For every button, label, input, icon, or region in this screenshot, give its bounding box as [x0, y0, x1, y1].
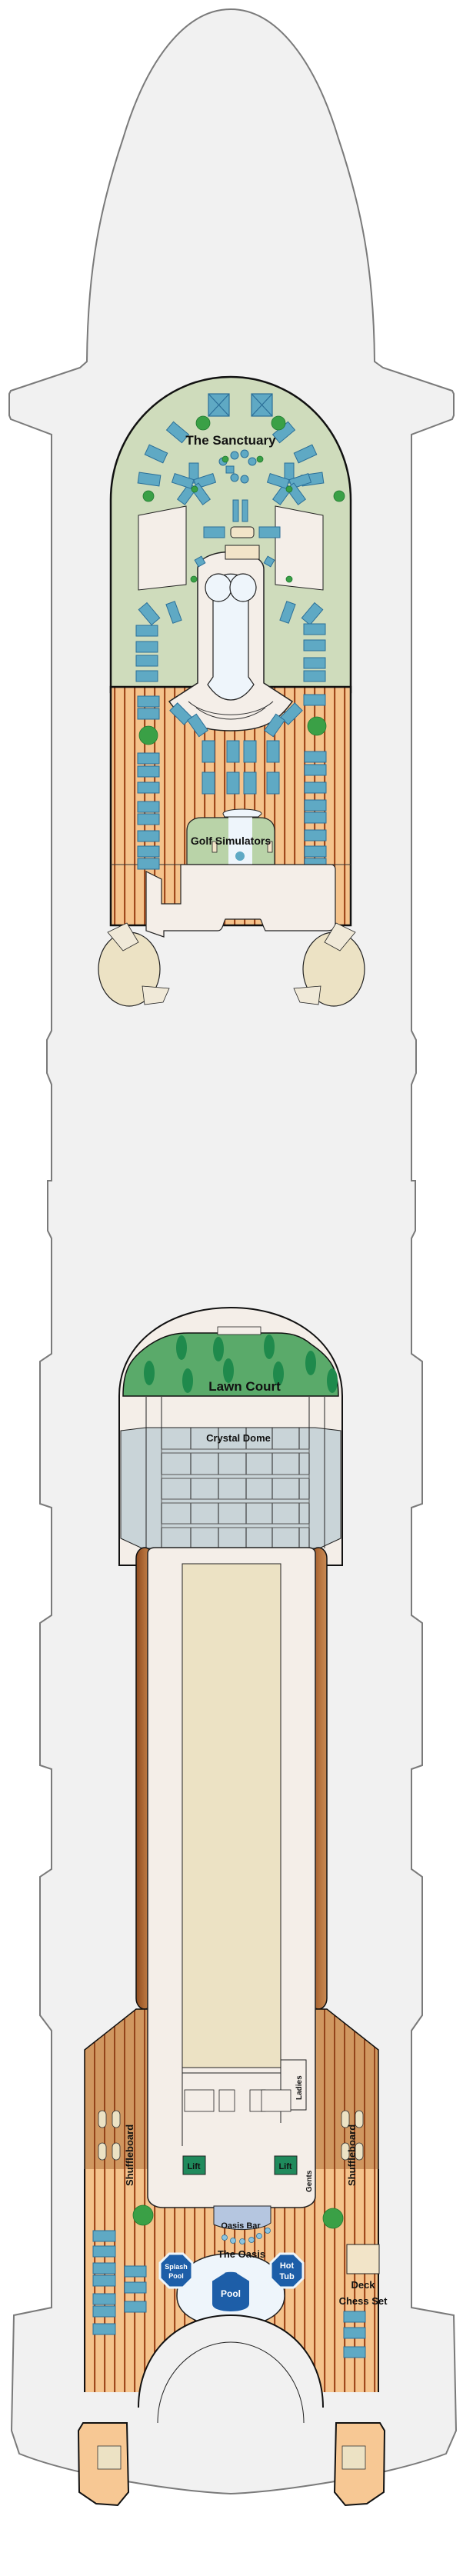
lift-right[interactable]: Lift	[274, 2155, 298, 2175]
svg-text:Chess Set: Chess Set	[339, 2295, 388, 2307]
spiral-staircase-left	[98, 922, 170, 1007]
golf-label: Golf Simulators	[191, 835, 271, 847]
svg-text:Splash: Splash	[165, 2263, 188, 2271]
svg-text:Lift: Lift	[278, 2162, 291, 2171]
hot-tub[interactable]: Hot Tub	[269, 2252, 305, 2289]
svg-text:The Oasis: The Oasis	[218, 2248, 265, 2260]
sanctuary-area[interactable]: The Sanctuary	[109, 369, 352, 927]
svg-text:Hot: Hot	[280, 2261, 295, 2271]
oasis-bar[interactable]: Oasis Bar	[213, 2205, 271, 2231]
svg-text:Deck: Deck	[351, 2279, 375, 2291]
crystal-dome-label: Crystal Dome	[206, 1432, 271, 1444]
lawn-court-label: Lawn Court	[208, 1379, 281, 1394]
deck-chess-set[interactable]: Deck Chess Set	[339, 2244, 388, 2307]
main-pool[interactable]: Pool	[211, 2270, 251, 2314]
shuffleboard-left-label: Shuffleboard	[124, 2124, 135, 2186]
spiral-staircase-right	[293, 922, 365, 1007]
palm-icon	[138, 415, 345, 745]
ladies-label: Ladies	[295, 2075, 304, 2100]
gents-label: Gents	[305, 2170, 314, 2192]
shuffleboard-right-label: Shuffleboard	[346, 2124, 358, 2186]
lift-left[interactable]: Lift	[182, 2155, 206, 2175]
svg-text:Pool: Pool	[221, 2288, 241, 2299]
svg-text:Tub: Tub	[279, 2272, 295, 2281]
crystal-dome-area[interactable]: Crystal Dome	[120, 1397, 341, 1549]
svg-text:Oasis Bar: Oasis Bar	[221, 2221, 261, 2231]
svg-text:Lift: Lift	[187, 2162, 200, 2171]
sun-loungers	[92, 2230, 366, 2358]
golf-simulators-area[interactable]: Golf Simulators	[186, 808, 275, 865]
covered-pool-area[interactable]	[182, 1563, 281, 2068]
palm-icon	[132, 2204, 344, 2229]
svg-text:Pool: Pool	[168, 2272, 184, 2280]
aft-room	[145, 864, 336, 938]
sanctuary-label: The Sanctuary	[185, 433, 276, 448]
splash-pool[interactable]: Splash Pool	[158, 2252, 194, 2289]
